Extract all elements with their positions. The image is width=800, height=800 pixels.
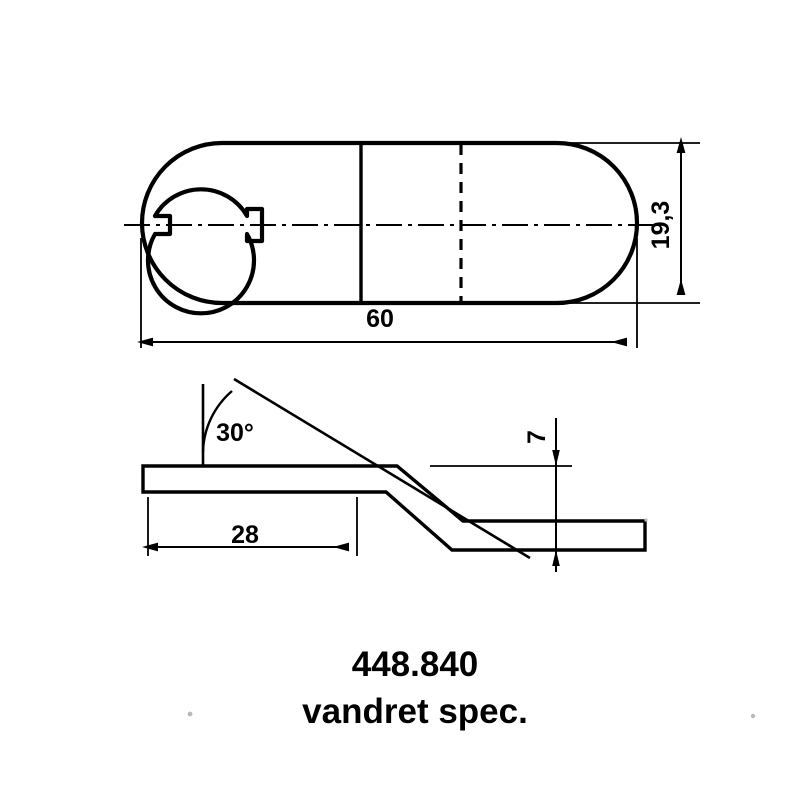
top-view: 60 19,3 [124,137,700,348]
bore-with-keyways [145,187,265,316]
scan-specks [187,518,756,719]
scan-speck [187,711,193,717]
dim-label-60: 60 [366,305,394,333]
scan-speck [750,713,756,719]
dim-label-7: 7 [523,430,551,444]
angle-sloped-leader [233,377,531,560]
side-view: 30° 28 7 [141,377,647,572]
title-block: 448.840 vandret spec. [302,645,528,731]
dim-label-30-deg: 30° [216,419,254,447]
dim-label-19-3: 19,3 [647,201,675,250]
plate-outline [139,140,640,306]
part-number-label: 448.840 [352,645,479,684]
dim-label-28: 28 [231,521,259,549]
part-description-label: vandret spec. [302,692,528,731]
angle-arc-30 [201,390,233,453]
scan-speck [644,518,648,522]
cranked-bar-profile [141,464,647,552]
dim-arrow-7-bottom [552,550,560,566]
dim-arrow-7-top [552,450,560,466]
